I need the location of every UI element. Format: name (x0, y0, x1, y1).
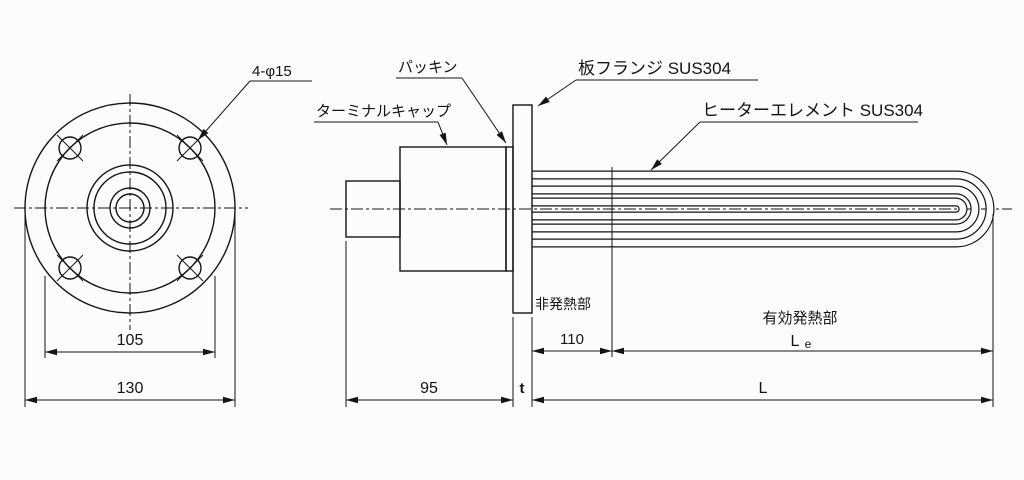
dim-130: 130 (117, 380, 144, 397)
bolt-holes-label: 4-φ15 (252, 63, 292, 80)
effective-heating-label: 有効発熱部 (762, 310, 837, 327)
dim-110: 110 (560, 331, 584, 348)
dim-Le-L: L (791, 333, 800, 350)
flange-outer-circle (24, 102, 236, 314)
packing-label: パッキン (398, 59, 458, 76)
dim-95: 95 (420, 380, 438, 397)
heater-side-view: ターミナルキャップ パッキン 板フランジ SUS304 ヒーターエレメント SU… (314, 59, 1012, 407)
flange-front-view: 4-φ15 105 130 (14, 63, 312, 407)
flange-leader (537, 79, 577, 107)
bolt-circle (44, 122, 216, 294)
terminal-cap-leader (437, 121, 448, 146)
heater-element-tubes (532, 170, 995, 248)
bolt-hole-bottom-left (56, 254, 84, 282)
dim-L: L (759, 380, 768, 397)
bolt-hole-top-left (56, 134, 84, 162)
heater-element-leader (650, 121, 701, 171)
hub-inner-circle (93, 171, 167, 245)
heater-element-label: ヒーターエレメント SUS304 (702, 101, 923, 120)
bolt-holes-leader (197, 80, 251, 141)
bolt-hole-bottom-right (176, 254, 204, 282)
flange-plate (512, 104, 533, 314)
flange-label: 板フランジ SUS304 (578, 59, 731, 78)
packing-leader (461, 77, 507, 144)
terminal-cap-label: ターミナルキャップ (316, 103, 451, 120)
non-heating-label: 非発熱部 (535, 296, 591, 312)
dim-t: t (520, 380, 525, 397)
hub-outer-circle (86, 164, 174, 252)
boss-inner-circle (115, 193, 145, 223)
boss-outer-circle (109, 187, 151, 229)
dim-105: 105 (117, 332, 144, 349)
dim-Le-e: e (805, 337, 812, 351)
